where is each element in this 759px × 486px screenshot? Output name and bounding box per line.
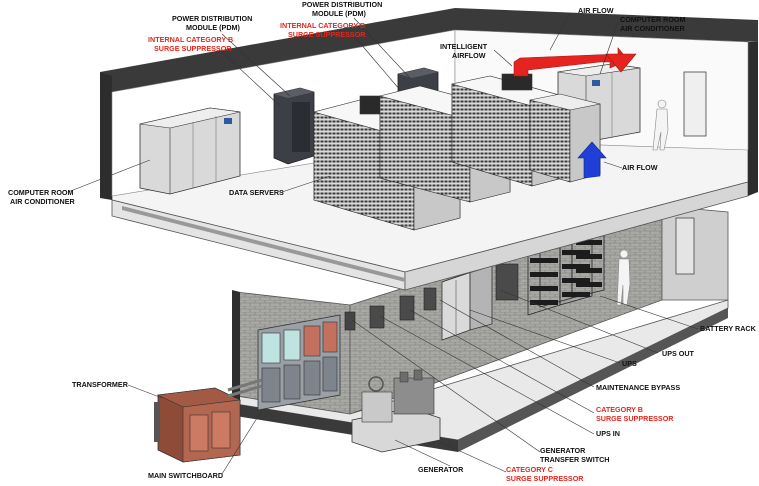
lower-side-wall <box>661 205 729 301</box>
label-pdm-top-1: POWER DISTRIBUTION <box>302 0 382 9</box>
upper-back-wall-left-top <box>100 8 455 92</box>
label-gen-transfer-2: TRANSFER SWITCH <box>540 455 609 464</box>
label-ups-out: UPS OUT <box>662 349 695 358</box>
label-crac-left-1: COMPUTER ROOM <box>8 188 73 197</box>
main-switchboard <box>257 314 341 411</box>
label-surge-internal-left-1: INTERNAL CATEGORY B <box>148 35 233 44</box>
label-ups: UPS <box>622 359 637 368</box>
server-racks <box>312 73 601 231</box>
label-pdm-top-2: MODULE (PDM) <box>312 9 367 18</box>
label-air-flow-right: AIR FLOW <box>622 163 658 172</box>
airflow-red-arrow <box>513 47 637 77</box>
upper-right-wall-edge <box>748 42 758 196</box>
label-category-c-1: CATEGORY C <box>506 465 553 474</box>
labels: POWER DISTRIBUTION MODULE (PDM) INTERNAL… <box>8 0 757 483</box>
label-ups-in: UPS IN <box>596 429 620 438</box>
label-intelligent-1: INTELLIGENT <box>440 42 488 51</box>
upper-door <box>683 71 707 137</box>
label-maintenance-bypass: MAINTENANCE BYPASS <box>596 383 680 392</box>
lower-door <box>675 217 695 275</box>
label-crac-right-2: AIR CONDITIONER <box>620 24 685 33</box>
label-category-b-1: CATEGORY B <box>596 405 643 414</box>
label-data-servers: DATA SERVERS <box>229 188 284 197</box>
label-transformer: TRANSFORMER <box>72 380 129 389</box>
person-upper-icon <box>652 99 669 151</box>
battery-racks <box>527 225 605 316</box>
label-generator: GENERATOR <box>418 465 464 474</box>
label-category-c-2: SURGE SUPPRESSOR <box>506 474 584 483</box>
label-pdm-left-2: MODULE (PDM) <box>186 23 241 32</box>
wall-panels <box>344 263 519 331</box>
pdm-left <box>273 87 315 165</box>
label-battery-rack: BATTERY RACK <box>700 324 757 333</box>
label-air-flow-top: AIR FLOW <box>578 6 614 15</box>
label-gen-transfer-1: GENERATOR <box>540 446 586 455</box>
person-lower-icon <box>616 249 631 306</box>
label-surge-internal-top-2: SURGE SUPPRESSOR <box>288 30 366 39</box>
label-crac-right-1: COMPUTER ROOM <box>620 15 685 24</box>
label-surge-internal-left-2: SURGE SUPPRESSOR <box>154 44 232 53</box>
upper-left-wall-edge <box>100 72 112 200</box>
label-surge-internal-top-1: INTERNAL CATEGORY B <box>280 21 365 30</box>
label-intelligent-2: AIRFLOW <box>452 51 486 60</box>
transformer <box>154 378 263 463</box>
generator <box>351 369 441 453</box>
airflow-blue-arrow <box>577 141 607 179</box>
upper-back-wall-right-top <box>455 8 758 42</box>
label-crac-left-2: AIR CONDITIONER <box>10 197 75 206</box>
label-main-switchboard: MAIN SWITCHBOARD <box>148 471 223 480</box>
label-category-b-2: SURGE SUPPRESSOR <box>596 414 674 423</box>
ups-cabinets <box>441 265 493 341</box>
lower-floor-edge-right <box>458 308 728 452</box>
crac-left <box>139 107 241 195</box>
leader-lines <box>67 12 699 475</box>
label-pdm-left-1: POWER DISTRIBUTION <box>172 14 252 23</box>
